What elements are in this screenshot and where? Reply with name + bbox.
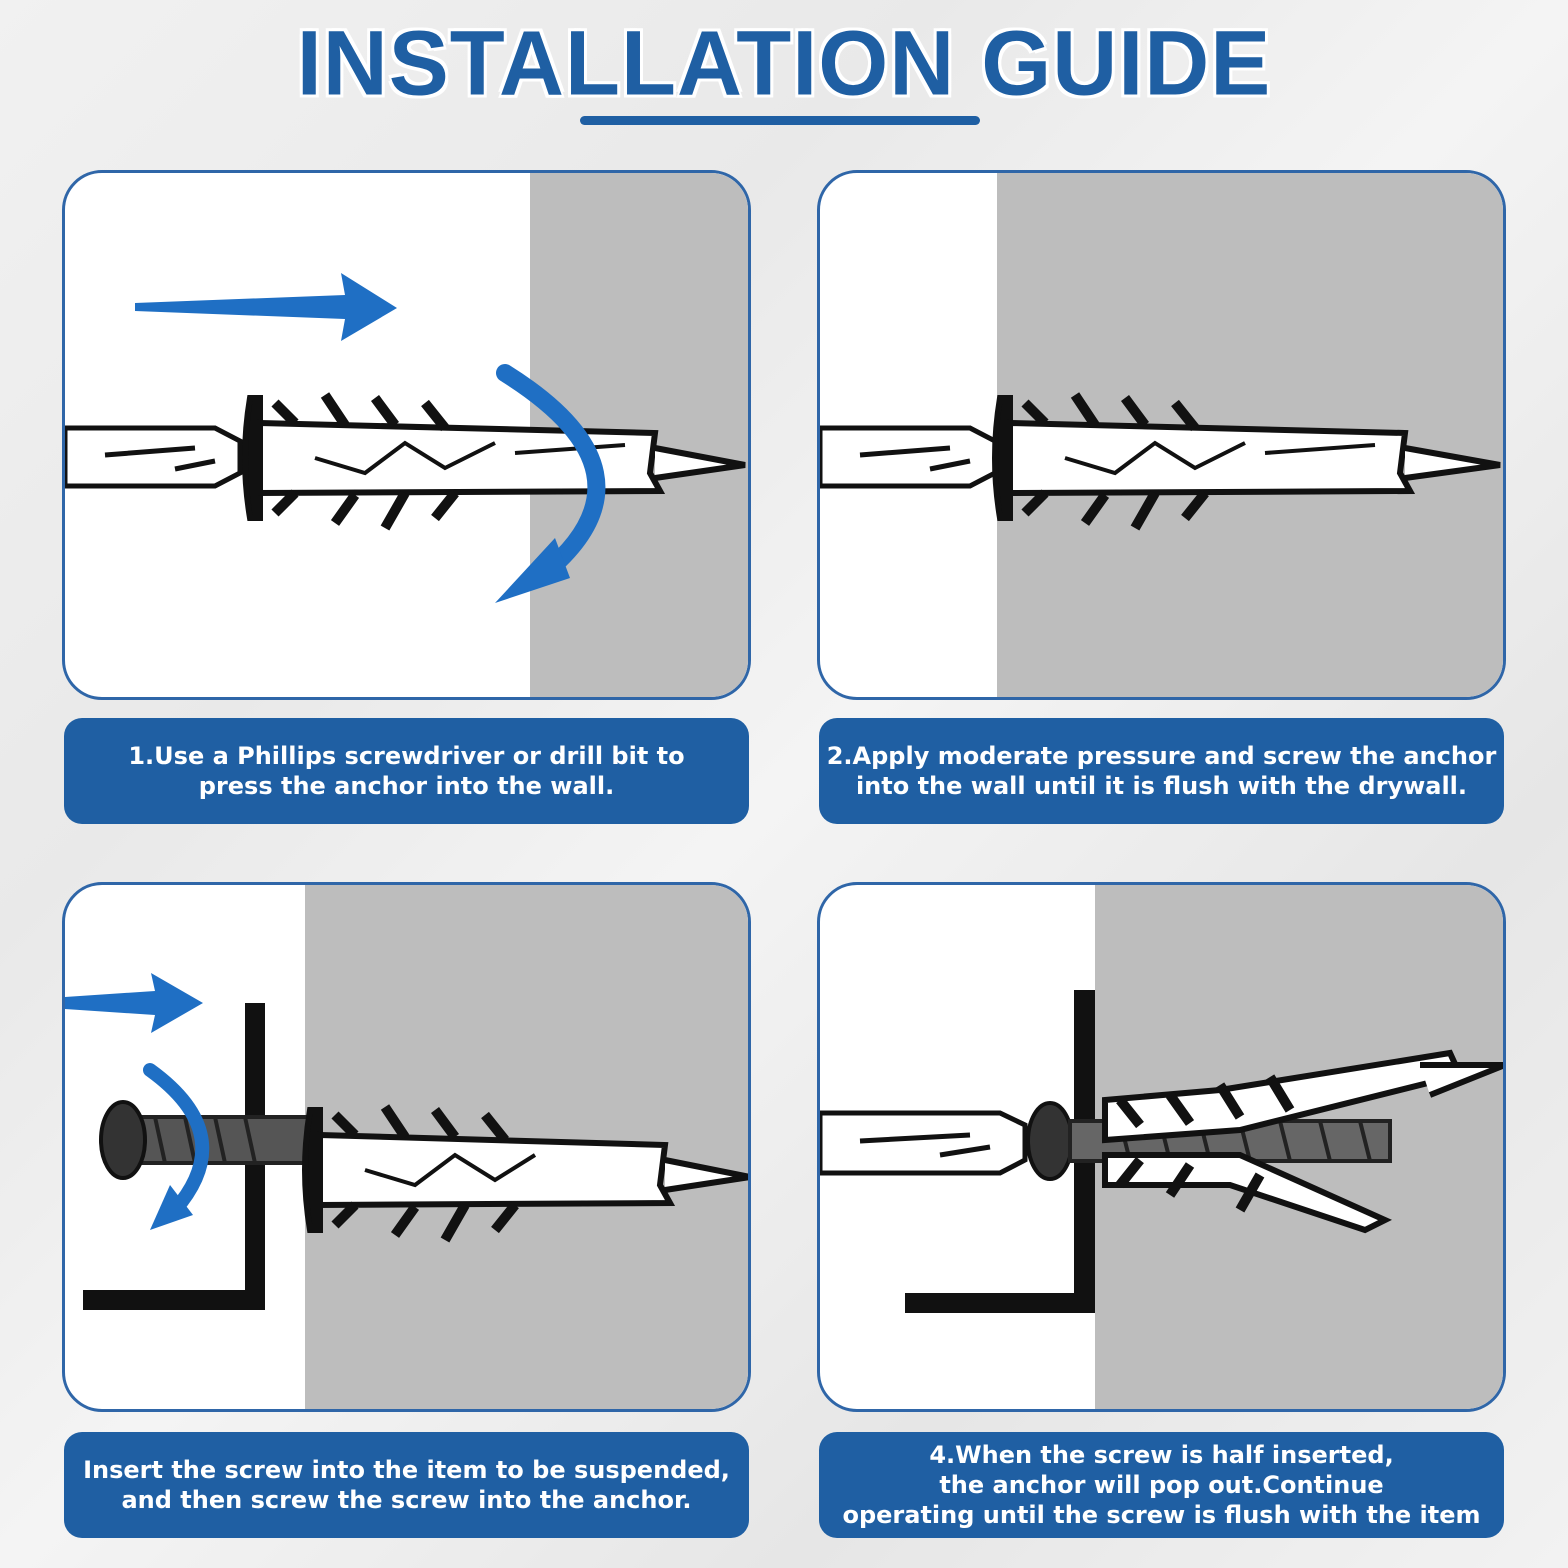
push-arrow-icon [65,973,203,1033]
bracket-icon [83,1003,265,1310]
anchor-icon [992,392,1501,531]
step-4-caption: 4.When the screw is half inserted, the a… [819,1432,1504,1538]
push-arrow-icon [135,273,397,341]
expanded-anchor-icon [1102,1049,1503,1234]
step-2-illustration [817,170,1506,700]
driver-bit-icon [820,425,998,489]
screw-icon [99,1100,312,1180]
page-title: INSTALLATION GUIDE [296,13,1272,115]
step-1-illustration [62,170,751,700]
anchor-icon [242,392,746,531]
step-3-illustration [62,882,751,1412]
anchor-icon [302,1104,748,1243]
rotate-arrow-icon [496,364,606,582]
step-4-illustration [817,882,1506,1412]
step-1-caption: 1.Use a Phillips screwdriver or drill bi… [64,718,749,824]
screw-head-icon [1026,1101,1074,1181]
rotate-arrow-icon [143,1063,210,1217]
step-3-caption: Insert the screw into the item to be sus… [64,1432,749,1538]
bracket-icon [905,990,1095,1313]
step-2-caption: 2.Apply moderate pressure and screw the … [819,718,1504,824]
title-underline [580,116,980,125]
driver-bit-icon [820,1110,1028,1176]
driver-bit-icon [65,425,243,489]
